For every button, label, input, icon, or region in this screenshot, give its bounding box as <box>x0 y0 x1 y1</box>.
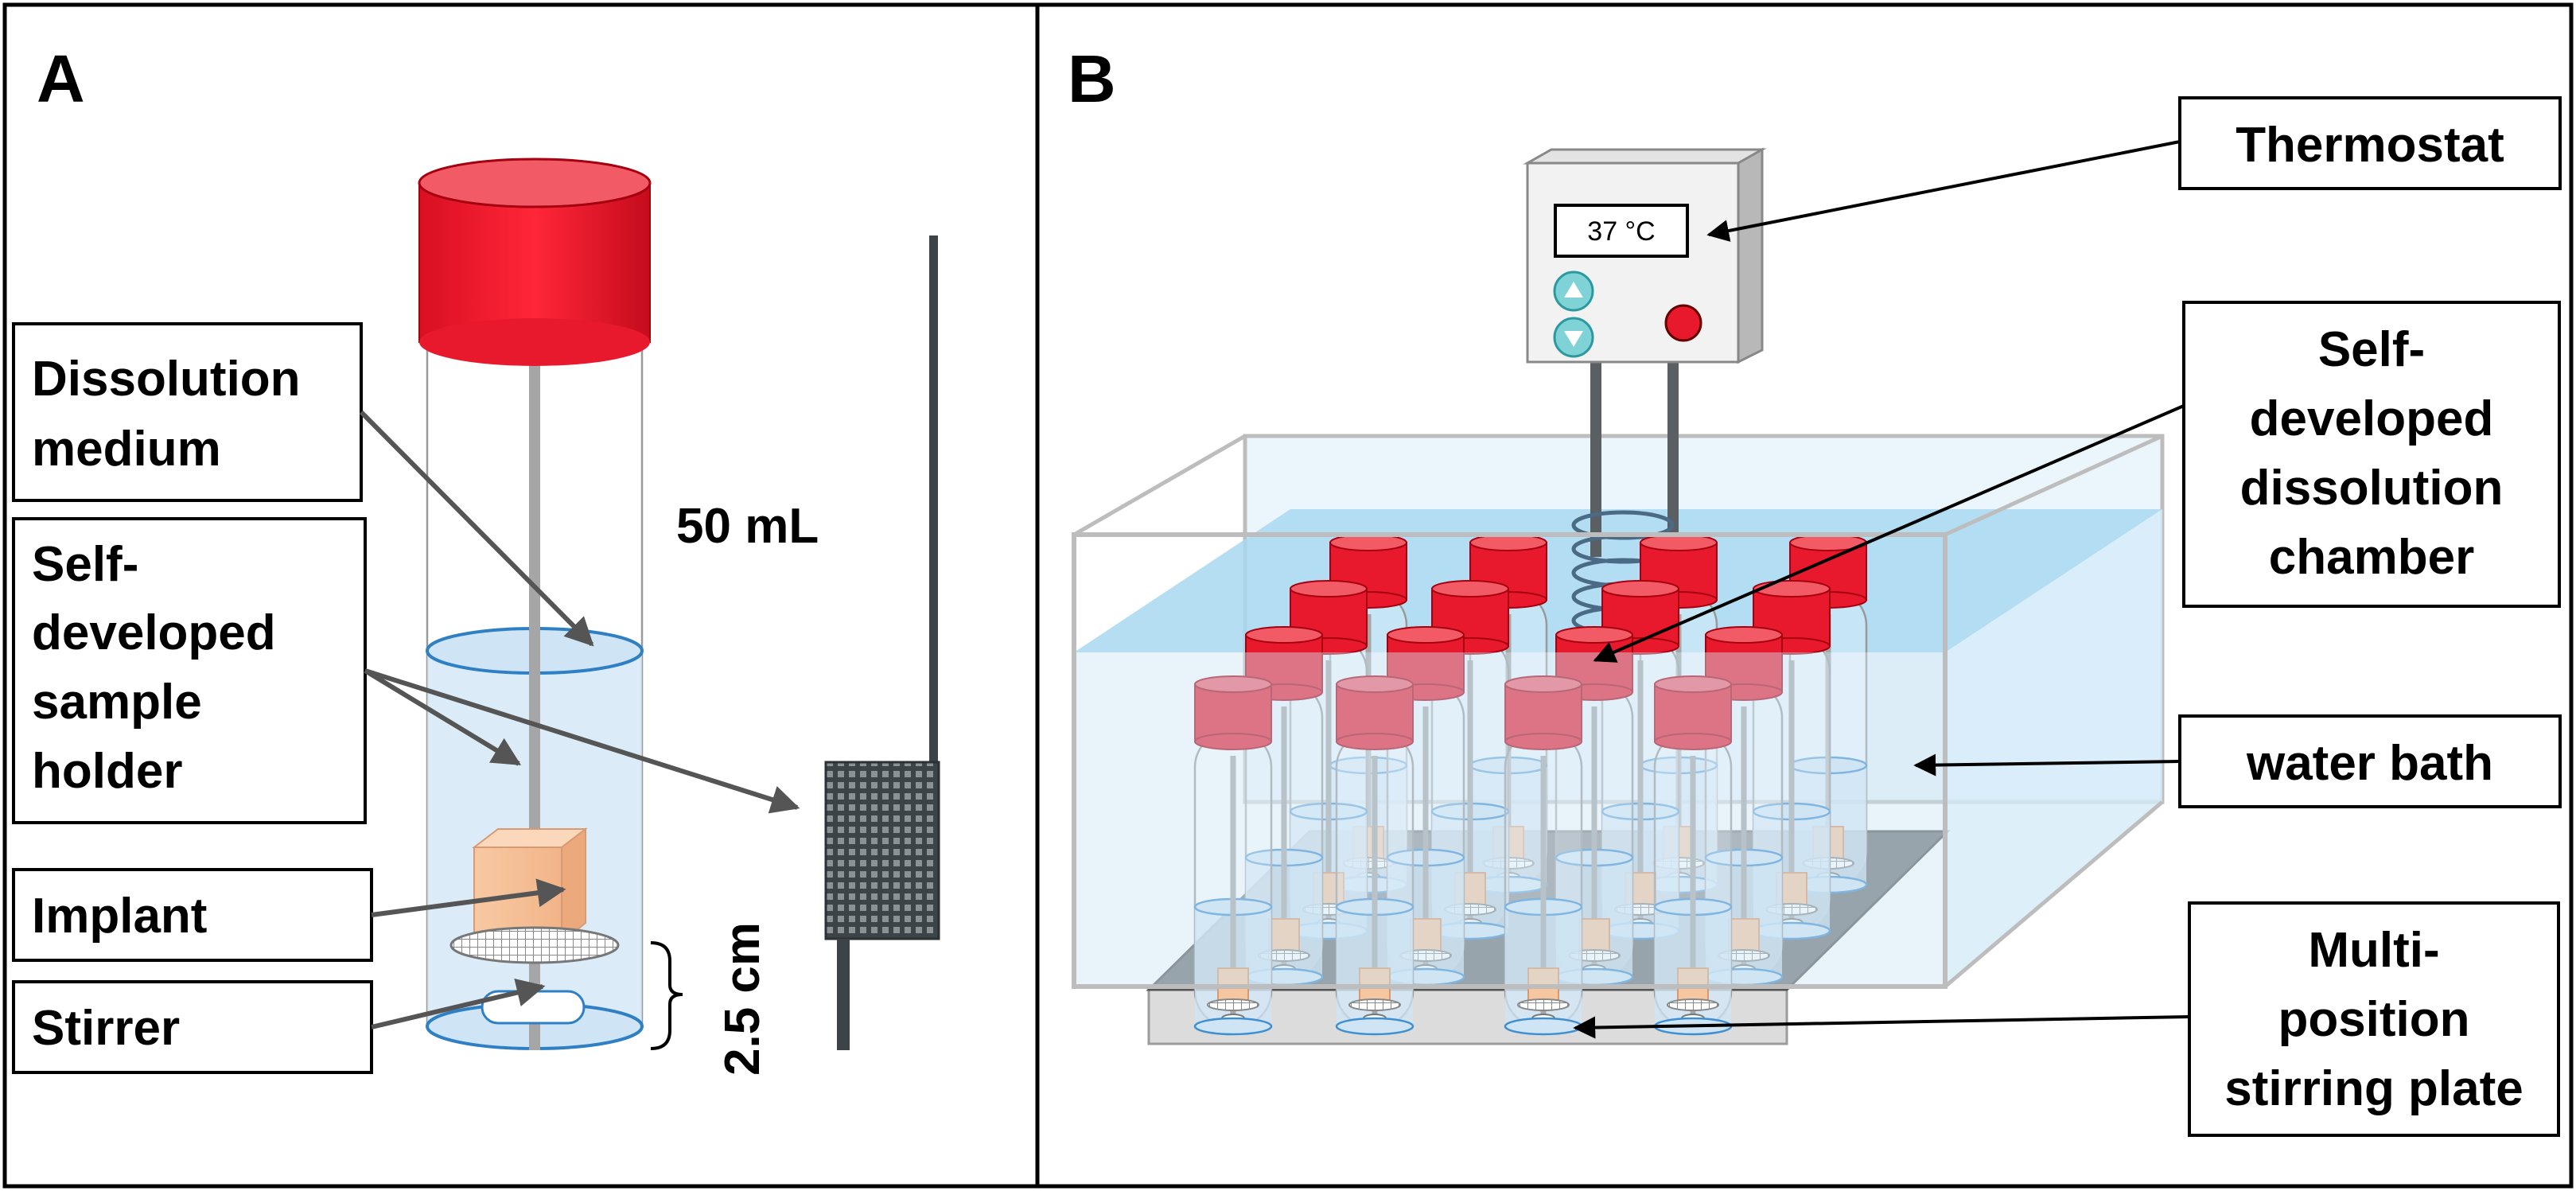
thermostat-side <box>1737 147 1764 364</box>
thermostat-device: 37 °C <box>1523 147 1767 557</box>
label-line: stirring plate <box>2224 1061 2523 1116</box>
thermostat-probe <box>1667 350 1679 557</box>
label-line: position <box>2278 992 2469 1047</box>
water-bath-edge <box>1944 434 2164 537</box>
arrow-dissolution-medium <box>359 410 594 647</box>
label-dissolution-medium: Dissolution medium <box>12 322 363 502</box>
label-stirrer: Stirrer <box>12 980 373 1074</box>
label-sample-holder: Self- developed sample holder <box>12 517 367 824</box>
thermostat-display <box>1554 204 1689 258</box>
water-bath-front-frame <box>1072 532 1948 989</box>
label-dissolution-chamber: Self- developed dissolution chamber <box>2182 301 2561 608</box>
triangle-down-icon <box>1564 331 1583 347</box>
label-line: Implant <box>32 889 207 944</box>
label-box <box>2188 901 2560 1137</box>
label-line: holder <box>32 744 182 799</box>
label-thermostat: Thermostat <box>2178 96 2562 190</box>
label-box <box>2178 714 2562 808</box>
bottle-cap-top <box>418 158 652 208</box>
arrow-sample-holder-basket <box>364 668 800 814</box>
panel-a: A 50 mL <box>12 41 940 1076</box>
panel-b-letter: B <box>1068 41 1116 116</box>
thermostat-probe <box>1590 350 1601 557</box>
thermostat-top <box>1523 148 1767 165</box>
label-line: Dissolution <box>32 352 301 407</box>
sample-holder-illustration <box>824 235 940 1050</box>
arrow-water-bath <box>1913 753 2181 776</box>
label-box <box>12 868 373 962</box>
implant-side <box>561 827 586 945</box>
label-line: Stirrer <box>32 1001 180 1056</box>
label-line: Thermostat <box>2236 118 2504 173</box>
label-line: dissolution <box>2240 461 2504 516</box>
water-bath-front <box>1072 532 2164 989</box>
height-label: 2.5 cm <box>715 922 770 1076</box>
label-line: chamber <box>2269 530 2474 585</box>
label-box <box>2182 301 2561 608</box>
label-stirring-plate: Multi- position stirring plate <box>2188 901 2560 1137</box>
label-line: sample <box>32 675 202 730</box>
bottle-illustration <box>418 158 652 1050</box>
water-bath-edge <box>1944 800 2164 988</box>
label-box <box>2178 96 2562 190</box>
water-bath-edge <box>1072 434 1247 537</box>
holder-basket <box>824 761 940 940</box>
holder-mesh-disk <box>449 926 620 964</box>
panel-a-letter: A <box>37 41 85 116</box>
thermostat-display-text: 37 °C <box>1587 216 1655 247</box>
arrow-stirring-plate <box>1573 1015 2190 1039</box>
label-line: Self- <box>32 537 138 592</box>
label-line: Multi- <box>2308 923 2439 978</box>
label-box <box>12 517 367 824</box>
label-line: developed <box>32 605 276 660</box>
arrow-stirrer <box>371 978 546 1029</box>
water-bath-front-water <box>1074 652 1945 987</box>
holder-rod-standalone <box>929 235 938 784</box>
label-box <box>12 322 363 502</box>
label-water-bath: water bath <box>2178 714 2562 808</box>
volume-label: 50 mL <box>676 499 819 554</box>
thermostat-power-button <box>1664 304 1702 342</box>
label-implant: Implant <box>12 868 373 962</box>
arrow-dissolution-chamber <box>1593 404 2185 663</box>
water-bath-side <box>1945 509 2162 987</box>
holder-basket-stem <box>837 939 850 1050</box>
arrow-sample-holder-bottle <box>364 668 522 766</box>
arrow-implant <box>371 878 566 917</box>
panel-b: B 37 °C <box>1068 41 2562 1137</box>
label-line: Self- <box>2318 322 2425 377</box>
bottle-cap-bottom <box>419 318 650 366</box>
height-brace <box>650 941 683 1050</box>
arrow-thermostat <box>1706 140 2181 242</box>
triangle-up-icon <box>1564 282 1583 298</box>
label-line: developed <box>2250 391 2494 446</box>
label-line: water bath <box>2246 736 2493 791</box>
label-line: medium <box>32 422 221 477</box>
